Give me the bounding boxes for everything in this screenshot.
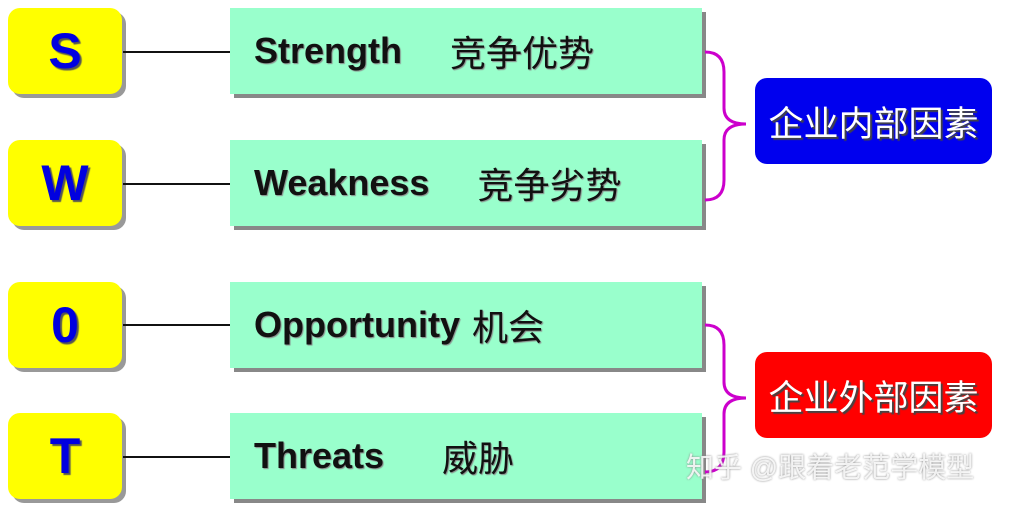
item-en: Weakness — [254, 162, 430, 203]
item-cn: 机会 — [471, 307, 544, 348]
item-en: Opportunity — [254, 304, 460, 345]
item-strength: Strength 竞争优势 — [230, 8, 702, 94]
connector-line — [123, 183, 230, 185]
item-cn: 威胁 — [442, 438, 515, 479]
letter-box-o: 0 — [8, 282, 122, 368]
connector-line — [123, 456, 230, 458]
letter-box-s: S — [8, 8, 122, 94]
item-cn: 竞争优势 — [450, 33, 595, 74]
tag-internal-factors: 企业内部因素 — [755, 78, 992, 164]
item-en: Threats — [254, 435, 385, 476]
connector-line — [123, 324, 230, 326]
letter-box-t: T — [8, 413, 122, 499]
item-weakness: Weakness 竞争劣势 — [230, 140, 702, 226]
letter-box-w: W — [8, 140, 122, 226]
item-opportunity: Opportunity 机会 — [230, 282, 702, 368]
brace-external — [704, 323, 747, 474]
tag-external-factors: 企业外部因素 — [755, 352, 992, 438]
item-cn: 竞争劣势 — [477, 165, 622, 206]
watermark: 知乎 @跟着老范学模型 — [686, 452, 975, 483]
item-threats: Threats 威胁 — [230, 413, 702, 499]
brace-internal — [704, 50, 747, 202]
item-en: Strength — [254, 30, 402, 71]
connector-line — [123, 51, 230, 53]
